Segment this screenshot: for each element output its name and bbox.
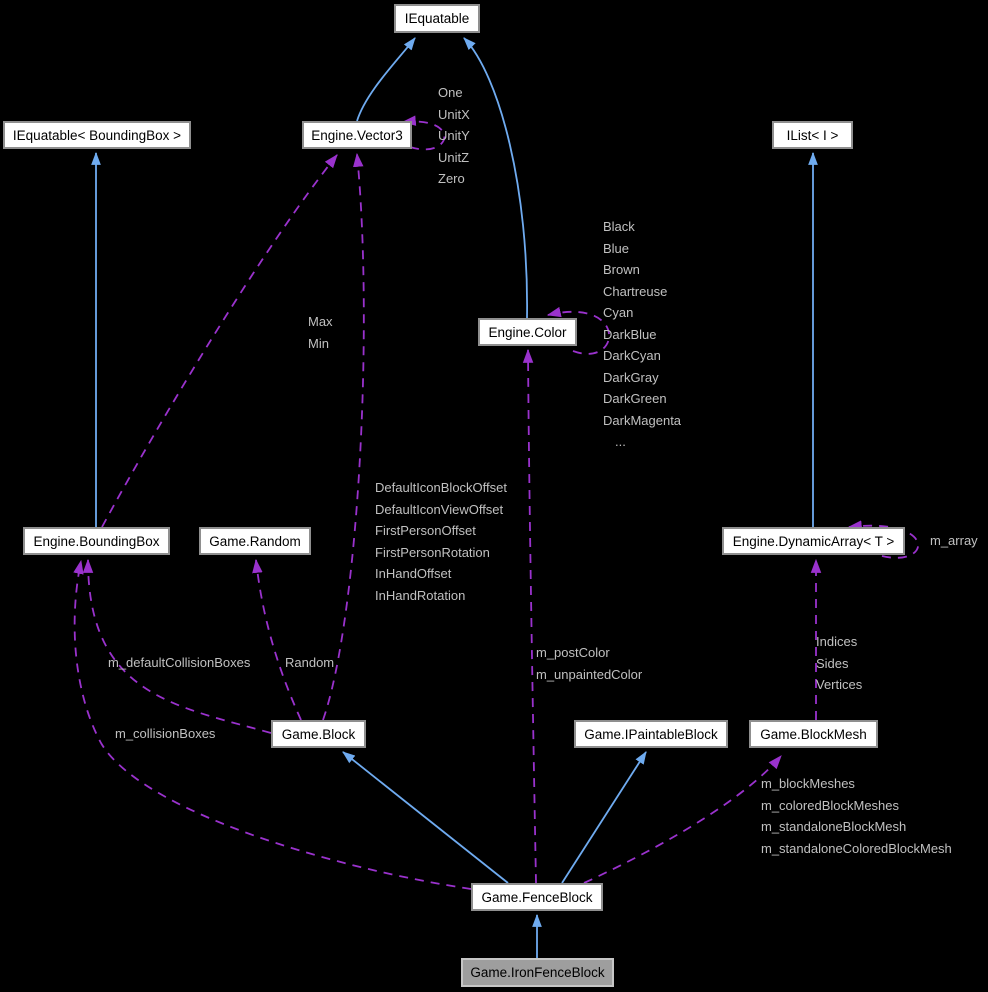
- edge-fenceblock-block: [342, 751, 509, 884]
- edge-block-random: [252, 558, 302, 721]
- label-color-self-members: Black Blue Brown Chartreuse Cyan DarkBlu…: [603, 219, 682, 449]
- node-ilist[interactable]: IList< I >: [772, 121, 853, 149]
- edge-color-self: [546, 306, 611, 355]
- node-iequatable-boundingbox[interactable]: IEquatable< BoundingBox >: [3, 121, 191, 149]
- edge-vector3-iequatable: [356, 37, 416, 122]
- edge-fenceblock-blockmesh: [583, 755, 782, 884]
- node-game-block[interactable]: Game.Block: [271, 720, 366, 748]
- label-vector3-self-members: One UnitX UnitY UnitZ Zero: [438, 85, 470, 186]
- node-game-ironfenceblock[interactable]: Game.IronFenceBlock: [461, 958, 614, 987]
- edge-block-boundingbox: [82, 558, 272, 734]
- node-engine-dynamicarray[interactable]: Engine.DynamicArray< T >: [722, 527, 905, 555]
- label-block-vector3-members: DefaultIconBlockOffset DefaultIconViewOf…: [375, 480, 507, 603]
- node-game-fenceblock[interactable]: Game.FenceBlock: [471, 883, 603, 911]
- label-fence-color-members: m_postColor m_unpaintedColor: [536, 645, 643, 682]
- label-blockmesh-dynamicarray-members: Indices Sides Vertices: [816, 634, 863, 692]
- node-engine-color[interactable]: Engine.Color: [478, 318, 577, 346]
- edge-boundingbox-vector3: [101, 154, 338, 528]
- label-boundingbox-vector3-members: Max Min: [308, 314, 333, 351]
- edge-color-iequatable: [463, 37, 528, 319]
- node-iequatable[interactable]: IEquatable: [394, 4, 480, 33]
- edge-fenceblock-ipaintableblock: [561, 751, 647, 884]
- node-game-ipaintableblock[interactable]: Game.IPaintableBlock: [574, 720, 728, 748]
- edge-block-vector3: [322, 152, 365, 721]
- node-game-blockmesh[interactable]: Game.BlockMesh: [749, 720, 878, 748]
- node-engine-vector3[interactable]: Engine.Vector3: [302, 121, 412, 149]
- label-m-array: m_array: [930, 533, 978, 548]
- label-fence-blockmesh-members: m_blockMeshes m_coloredBlockMeshes m_sta…: [761, 776, 952, 856]
- edge-fenceblock-boundingbox: [73, 559, 472, 890]
- edge-fenceblock-color: [522, 348, 537, 884]
- label-m-defaultcollisionboxes: m_defaultCollisionBoxes: [108, 655, 251, 670]
- edge-vector3-self: [401, 115, 446, 151]
- label-random: Random: [285, 655, 335, 670]
- node-engine-boundingbox[interactable]: Engine.BoundingBox: [23, 527, 170, 555]
- node-game-random[interactable]: Game.Random: [199, 527, 311, 555]
- label-m-collisionboxes: m_collisionBoxes: [115, 726, 216, 741]
